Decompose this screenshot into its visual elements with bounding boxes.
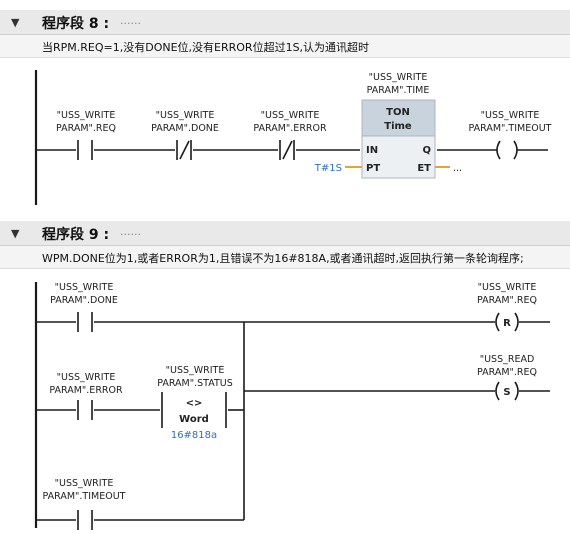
segment-8-comment-text: 当RPM.REQ=1,没有DONE位,没有ERROR位超过1S,认为通讯超时 <box>42 41 370 54</box>
svg-text:"USS_READ: "USS_READ <box>480 354 535 365</box>
contact-write-done[interactable]: "USS_WRITE PARAM".DONE <box>50 282 118 332</box>
coil-reset-write-req[interactable]: R "USS_WRITE PARAM".REQ <box>477 282 537 332</box>
svg-text:PARAM".ERROR: PARAM".ERROR <box>49 385 123 396</box>
collapse-triangle-icon[interactable]: ▼ <box>11 16 20 29</box>
contact-write-timeout[interactable]: "USS_WRITE PARAM".TIMEOUT <box>43 478 126 530</box>
svg-text:"USS_WRITE: "USS_WRITE <box>261 110 320 121</box>
svg-text:IN: IN <box>366 145 378 156</box>
compare-type: Word <box>179 414 209 425</box>
svg-text:PT: PT <box>366 163 380 174</box>
segment-9-header[interactable]: ▼ 程序段 9 : ...... <box>0 221 570 246</box>
svg-text:"USS_WRITE: "USS_WRITE <box>57 372 116 383</box>
svg-text:S: S <box>503 387 510 398</box>
svg-text:"USS_WRITE: "USS_WRITE <box>55 478 114 489</box>
contact-write-done-nc[interactable]: "USS_WRITE PARAM".DONE <box>151 110 219 160</box>
segment-8-network: "USS_WRITE PARAM".REQ "USS_WRITE PARAM".… <box>34 70 552 205</box>
svg-text:PARAM".DONE: PARAM".DONE <box>50 295 118 306</box>
svg-text:PARAM".TIMEOUT: PARAM".TIMEOUT <box>469 123 552 134</box>
compare-not-equal-word[interactable]: "USS_WRITE PARAM".STATUS <> Word 16#818a <box>157 365 233 441</box>
contact-write-error[interactable]: "USS_WRITE PARAM".ERROR <box>49 372 123 420</box>
svg-text:PARAM".TIME: PARAM".TIME <box>367 85 430 96</box>
svg-text:PARAM".STATUS: PARAM".STATUS <box>157 378 233 389</box>
segment-8-header[interactable]: ▼ 程序段 8 : ...... <box>0 10 570 35</box>
svg-text:Q: Q <box>422 145 431 156</box>
contact-write-req[interactable]: "USS_WRITE PARAM".REQ <box>56 110 116 160</box>
svg-text:ET: ET <box>417 163 431 174</box>
segment-9-comment[interactable]: WPM.DONE位为1,或者ERROR为1,且错误不为16#818A,或者通讯超… <box>0 246 570 269</box>
segment-9-comment-text: WPM.DONE位为1,或者ERROR为1,且错误不为16#818A,或者通讯超… <box>42 252 524 265</box>
svg-text:PARAM".REQ: PARAM".REQ <box>56 123 116 134</box>
segment-9-dots: ...... <box>120 225 141 238</box>
compare-value: 16#818a <box>171 430 217 441</box>
timer-name: TON <box>386 107 410 118</box>
collapse-triangle-icon[interactable]: ▼ <box>11 227 20 240</box>
svg-text:PARAM".REQ: PARAM".REQ <box>477 367 537 378</box>
segment-8-comment[interactable]: 当RPM.REQ=1,没有DONE位,没有ERROR位超过1S,认为通讯超时 <box>0 35 570 58</box>
segment-8-title: 程序段 8 : <box>42 16 110 32</box>
segment-9-title: 程序段 9 : <box>42 227 110 243</box>
svg-text:R: R <box>503 318 511 329</box>
svg-text:"USS_WRITE: "USS_WRITE <box>369 72 428 83</box>
compare-operator: <> <box>186 398 203 409</box>
svg-text:"USS_WRITE: "USS_WRITE <box>166 365 225 376</box>
segment-9-network: "USS_WRITE PARAM".DONE "USS_WRITE PARAM"… <box>34 282 550 530</box>
timer-elapsed-value: ... <box>453 163 462 174</box>
timer-type: Time <box>384 121 412 132</box>
svg-text:PARAM".DONE: PARAM".DONE <box>151 123 219 134</box>
svg-text:PARAM".REQ: PARAM".REQ <box>477 295 537 306</box>
segment-8-dots: ...... <box>120 14 141 27</box>
svg-text:"USS_WRITE: "USS_WRITE <box>57 110 116 121</box>
svg-text:"USS_WRITE: "USS_WRITE <box>55 282 114 293</box>
svg-text:"USS_WRITE: "USS_WRITE <box>478 282 537 293</box>
coil-set-read-req[interactable]: S "USS_READ PARAM".REQ <box>477 354 537 401</box>
svg-text:"USS_WRITE: "USS_WRITE <box>481 110 540 121</box>
ton-timer-block[interactable]: "USS_WRITE PARAM".TIME TON Time IN PT Q … <box>314 72 462 179</box>
timer-preset-value: T#1S <box>314 163 342 174</box>
svg-text:PARAM".ERROR: PARAM".ERROR <box>253 123 327 134</box>
coil-write-timeout[interactable]: "USS_WRITE PARAM".TIMEOUT <box>469 110 552 160</box>
svg-text:PARAM".TIMEOUT: PARAM".TIMEOUT <box>43 491 126 502</box>
contact-write-error-nc[interactable]: "USS_WRITE PARAM".ERROR <box>253 110 327 160</box>
svg-text:"USS_WRITE: "USS_WRITE <box>156 110 215 121</box>
